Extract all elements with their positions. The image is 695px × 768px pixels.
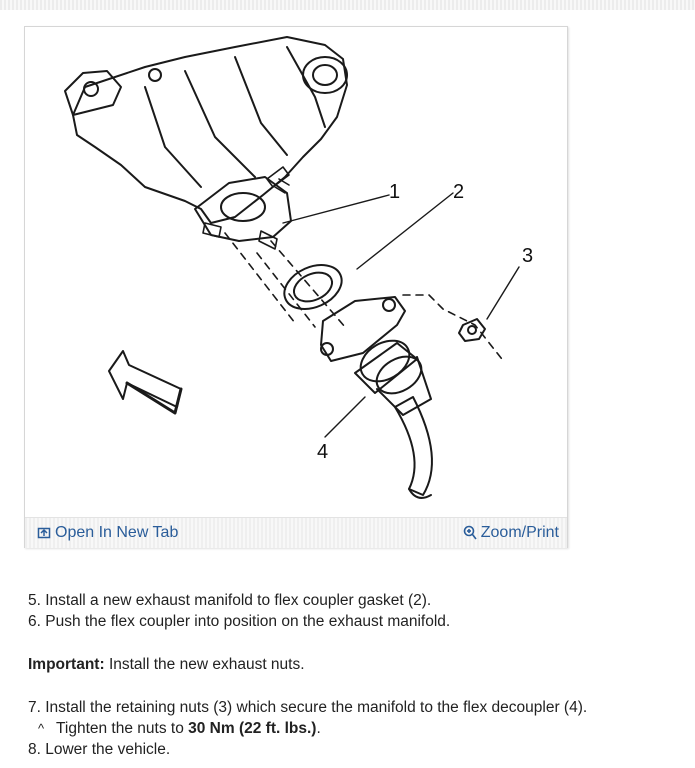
direction-arrow: [108, 350, 182, 408]
manifold-rib: [144, 86, 202, 188]
open-in-new-tab-link[interactable]: Open In New Tab: [37, 524, 178, 542]
outlet-flange: [194, 176, 292, 242]
open-in-new-tab-label: Open In New Tab: [55, 524, 179, 541]
flex-coupler: [354, 339, 432, 416]
magnifier-icon: [463, 525, 477, 541]
manifold-body: [72, 36, 348, 224]
torque-substep: ^ Tighten the nuts to 30 Nm (22 ft. lbs.)…: [28, 718, 668, 739]
retaining-nut: [458, 318, 486, 342]
important-note: Important: Install the new exhaust nuts.: [28, 654, 668, 675]
studs: [202, 166, 290, 250]
diagram-card: 1 2 3 4 Open In New Tab Zoom/Prin: [24, 26, 568, 548]
callout-1: 1: [389, 181, 401, 203]
assembly-lines: [224, 232, 506, 364]
outlet-opening: [220, 192, 266, 222]
torque-value: 30 Nm (22 ft. lbs.): [188, 720, 317, 737]
exhaust-manifold-diagram: [64, 36, 520, 499]
callout-4: 4: [317, 441, 329, 463]
step-8: 8. Lower the vehicle.: [28, 741, 171, 758]
zoom-print-label: Zoom/Print: [480, 524, 559, 541]
zoom-print-link[interactable]: Zoom/Print: [463, 524, 559, 542]
substep-suffix: .: [316, 720, 321, 737]
top-strip: [0, 0, 695, 10]
important-text: Install the new exhaust nuts.: [104, 656, 305, 673]
gasket: [283, 264, 343, 310]
manifold-port: [302, 56, 348, 94]
important-label: Important:: [28, 656, 105, 673]
callout-3: 3: [522, 245, 534, 267]
mounting-ear: [64, 70, 122, 116]
caret-marker: ^: [38, 721, 45, 736]
substep-prefix: Tighten the nuts to: [56, 720, 189, 737]
leader-lines: [282, 192, 520, 438]
coupler-flange: [320, 296, 406, 362]
manifold-rib: [184, 70, 256, 178]
step-6: 6. Push the flex coupler into position o…: [28, 613, 451, 630]
instructions: 5. Install a new exhaust manifold to fle…: [28, 590, 668, 760]
manifold-port-inner: [312, 64, 338, 86]
manifold-rib: [286, 46, 326, 128]
manifold-rib: [234, 56, 288, 156]
open-external-icon: [37, 526, 51, 540]
callout-2: 2: [453, 181, 465, 203]
step-7: 7. Install the retaining nuts (3) which …: [28, 699, 588, 716]
step-5: 5. Install a new exhaust manifold to fle…: [28, 592, 432, 609]
figure-toolbar: Open In New Tab Zoom/Print: [25, 517, 567, 548]
exhaust-pipe: [394, 396, 433, 496]
